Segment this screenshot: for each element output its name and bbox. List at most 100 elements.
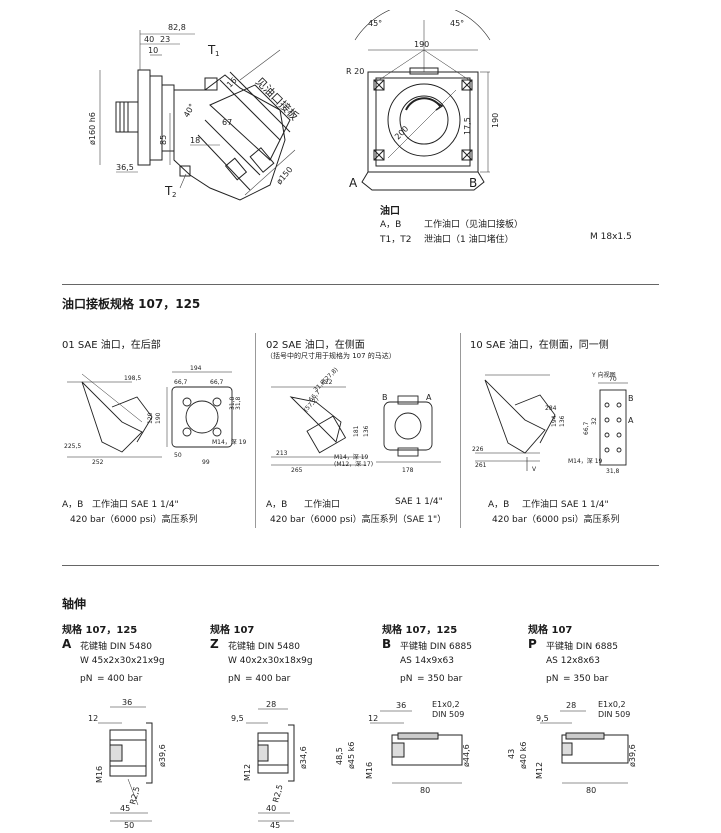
svg-text:M14，深 19: M14，深 19 bbox=[568, 457, 603, 465]
svg-text:70: 70 bbox=[609, 376, 617, 383]
shaft-z-pressure-symbol: pN bbox=[228, 674, 241, 684]
shaft-a-pressure-symbol: pN bbox=[80, 674, 93, 684]
svg-text:194: 194 bbox=[551, 415, 558, 427]
svg-text:10: 10 bbox=[148, 46, 158, 55]
svg-text:28: 28 bbox=[266, 700, 276, 709]
svg-text:67: 67 bbox=[222, 118, 232, 127]
svg-text:ø160 h6: ø160 h6 bbox=[88, 112, 97, 145]
shaft-z-spec: W 40x2x30x18x9g bbox=[228, 656, 313, 666]
oil-port-heading: 油口 bbox=[380, 206, 400, 217]
svg-text:252: 252 bbox=[92, 459, 104, 466]
panel01-line2: 420 bar（6000 psi）高压系列 bbox=[70, 515, 198, 525]
svg-text:178: 178 bbox=[402, 467, 414, 474]
panel02-line2: 420 bar（6000 psi）高压系列（SAE 1"） bbox=[270, 515, 447, 525]
shaft-p-pressure: = 350 bar bbox=[563, 674, 609, 684]
motor-side-view-drawing: 82,8 40 23 10 ø160 h6 36,5 85 40° 16 67 … bbox=[88, 23, 302, 201]
shaft-b-pressure: = 350 bar bbox=[417, 674, 463, 684]
svg-text:31,8: 31,8 bbox=[229, 396, 236, 410]
legend-row1-value: 工作油口（见油口接板） bbox=[424, 220, 524, 230]
section1-rule bbox=[62, 284, 659, 285]
svg-text:E1x0,2: E1x0,2 bbox=[432, 700, 460, 709]
legend-row1-key: A，B bbox=[380, 220, 402, 230]
svg-text:ø40 k6: ø40 k6 bbox=[519, 742, 528, 769]
svg-text:45: 45 bbox=[270, 821, 280, 830]
svg-text:E1x0,2: E1x0,2 bbox=[598, 700, 626, 709]
svg-text:40: 40 bbox=[266, 804, 276, 813]
svg-text:50: 50 bbox=[124, 821, 134, 830]
svg-text:M16: M16 bbox=[365, 762, 374, 779]
svg-text:M14，深 19: M14，深 19 bbox=[334, 453, 369, 461]
svg-text:31,8: 31,8 bbox=[606, 468, 620, 475]
svg-text:ø150: ø150 bbox=[275, 165, 295, 186]
svg-text:M12: M12 bbox=[243, 764, 252, 781]
svg-text:M12: M12 bbox=[535, 762, 544, 779]
svg-text:12: 12 bbox=[368, 714, 378, 723]
svg-text:(57,2): (57,2) bbox=[302, 396, 320, 414]
panel10-heading: 10 SAE 油口，在侧面，同一侧 bbox=[470, 340, 609, 351]
svg-text:120: 120 bbox=[147, 412, 154, 424]
panel02-subheading: （括号中的尺寸用于规格为 107 的马达） bbox=[266, 352, 396, 360]
svg-text:A: A bbox=[628, 416, 634, 425]
shaft-b-drawing: 36 12 E1x0,2 DIN 509 48,5 ø45 k6 ø44,6 M… bbox=[335, 700, 471, 795]
panel01-line1-key: A，B bbox=[62, 500, 84, 510]
svg-text:225,5: 225,5 bbox=[64, 443, 81, 450]
legend-row2-thread: M 18x1.5 bbox=[590, 232, 632, 242]
svg-text:226: 226 bbox=[472, 446, 484, 453]
svg-text:85: 85 bbox=[159, 135, 168, 145]
svg-text:190: 190 bbox=[491, 113, 500, 128]
legend-row2-value: 泄油口（1 油口堵住） bbox=[424, 235, 514, 245]
section2-title: 轴伸 bbox=[62, 597, 87, 611]
svg-text:32: 32 bbox=[591, 417, 598, 425]
shaft-p-type: 平键轴 DIN 6885 bbox=[546, 642, 618, 652]
section1-title: 油口接板规格 107，125 bbox=[62, 297, 201, 311]
panel01-drawing: 198,5 194 66,7 66,7 120 190 31,8 31,8 22… bbox=[64, 365, 247, 466]
panel10-line1-value: 工作油口 SAE 1 1/4" bbox=[522, 500, 609, 510]
svg-text:43: 43 bbox=[507, 749, 516, 759]
svg-text:80: 80 bbox=[586, 786, 596, 795]
shaft-b-pressure-symbol: pN bbox=[400, 674, 413, 684]
shaft-b-type: 平键轴 DIN 6885 bbox=[400, 642, 472, 652]
svg-text:190: 190 bbox=[155, 412, 162, 424]
panel02-line1-extra: SAE 1 1/4" bbox=[395, 497, 443, 507]
svg-text:17,5: 17,5 bbox=[463, 117, 472, 135]
svg-text:80: 80 bbox=[420, 786, 430, 795]
panel01-heading: 01 SAE 油口，在后部 bbox=[62, 340, 161, 351]
shaft-p-spec: AS 12x8x63 bbox=[546, 656, 601, 666]
legend-row2-key: T1，T2 bbox=[380, 235, 412, 245]
shaft-a-type: 花键轴 DIN 5480 bbox=[80, 642, 152, 652]
svg-text:T: T bbox=[164, 184, 173, 198]
shaft-a-pressure: = 400 bar bbox=[97, 674, 143, 684]
shaft-p-drawing: 28 9,5 E1x0,2 DIN 509 43 ø40 k6 ø39,6 M1… bbox=[507, 700, 637, 795]
svg-text:66,7: 66,7 bbox=[583, 421, 590, 435]
panel02-line1-value: 工作油口 bbox=[304, 500, 341, 510]
panel02-line1-key: A，B bbox=[266, 500, 288, 510]
svg-text:1: 1 bbox=[215, 50, 219, 58]
svg-text:45°: 45° bbox=[368, 19, 382, 28]
shaft-b-letter: B bbox=[382, 637, 392, 651]
shaft-p-size: 规格 107 bbox=[528, 625, 573, 636]
svg-text:36,5: 36,5 bbox=[116, 163, 134, 172]
shaft-p-letter: P bbox=[528, 637, 537, 651]
svg-text:ø45 k6: ø45 k6 bbox=[347, 742, 356, 769]
svg-text:23: 23 bbox=[160, 35, 170, 44]
svg-text:9,5: 9,5 bbox=[536, 714, 549, 723]
svg-text:40: 40 bbox=[144, 35, 154, 44]
svg-text:28: 28 bbox=[566, 701, 576, 710]
panel02-drawing: 222 31,8(27,8) 66,7 (57,2) 181 136 213 2… bbox=[271, 366, 441, 474]
svg-text:31,8: 31,8 bbox=[235, 396, 242, 410]
shaft-z-letter: Z bbox=[210, 637, 219, 651]
shaft-z-drawing: 28 9,5 ø34,6 M12 R2,5 40 45 bbox=[231, 700, 308, 830]
svg-text:R2,5: R2,5 bbox=[128, 786, 141, 806]
shaft-a-spec: W 45x2x30x21x9g bbox=[80, 656, 165, 666]
svg-text:DIN 509: DIN 509 bbox=[432, 710, 464, 719]
shaft-z-pressure: = 400 bar bbox=[245, 674, 291, 684]
panel10-line2: 420 bar（6000 psi）高压系列 bbox=[492, 515, 620, 525]
svg-text:261: 261 bbox=[475, 462, 487, 469]
svg-text:(M12，深 17): (M12，深 17) bbox=[334, 460, 373, 468]
svg-text:T: T bbox=[207, 43, 216, 57]
svg-text:B: B bbox=[382, 393, 388, 402]
svg-text:194: 194 bbox=[190, 365, 202, 372]
svg-text:50: 50 bbox=[174, 452, 182, 459]
svg-text:82,8: 82,8 bbox=[168, 23, 186, 32]
panel02-heading: 02 SAE 油口，在侧面 bbox=[266, 340, 365, 351]
